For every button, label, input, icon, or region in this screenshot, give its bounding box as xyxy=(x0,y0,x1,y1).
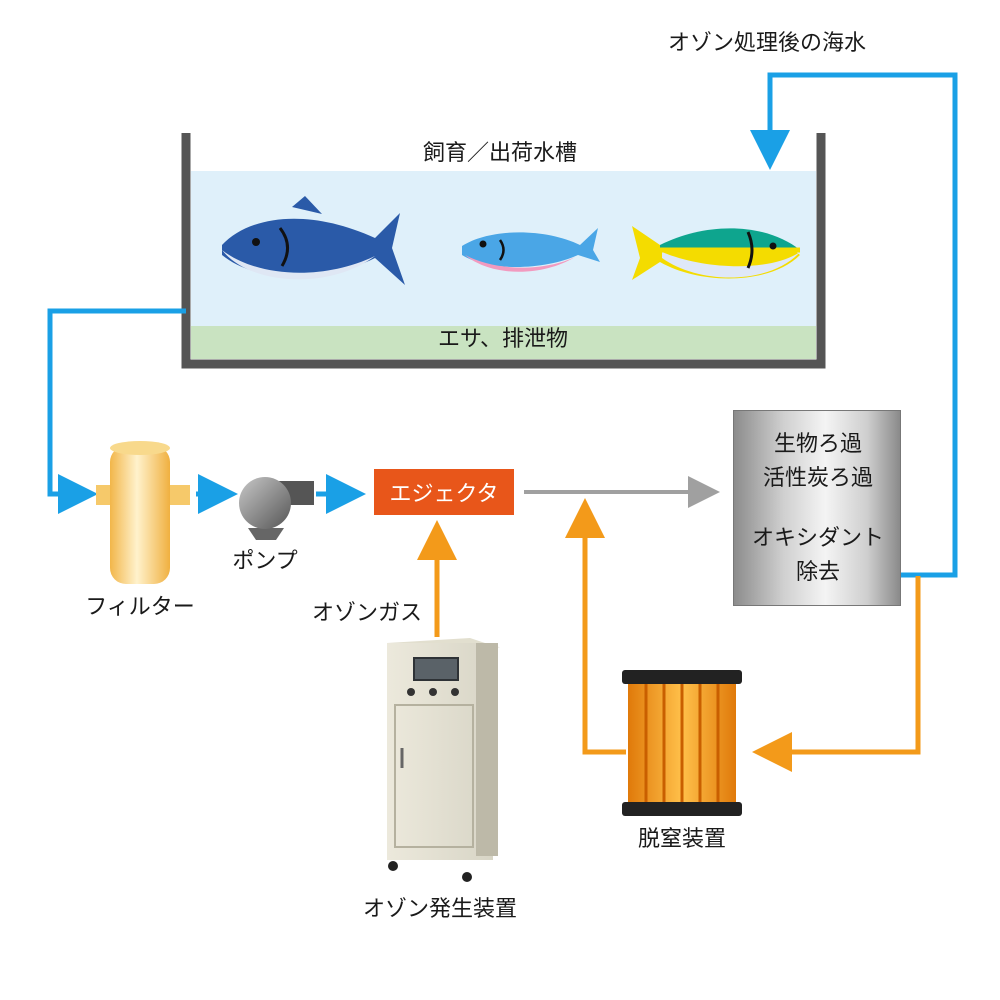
bio-filter-to-deaerator-pipe xyxy=(752,576,921,772)
bio-filter-line-1: 生物ろ過 xyxy=(773,432,862,457)
ozone-gas-label: オゾンガス xyxy=(312,601,423,626)
tuna-fish-icon xyxy=(222,196,405,285)
ejector-box: エジェクタ xyxy=(374,469,514,515)
deaerator-to-ejector-line-pipe xyxy=(565,498,626,755)
ozone-generator-label: オゾン発生装置 xyxy=(362,897,517,922)
filter-label: フィルター xyxy=(85,595,195,620)
bio-filter-box: 生物ろ過 活性炭ろ過 オキシダント 除去 xyxy=(733,410,901,606)
pump-icon xyxy=(239,477,314,540)
yellowtail-fish-icon xyxy=(632,226,800,280)
small-fish-icon xyxy=(462,228,600,272)
tank-label: 飼育／出荷水槽 xyxy=(422,141,577,166)
return-to-tank-pipe xyxy=(750,72,958,578)
tank-sediment xyxy=(191,326,816,359)
ozone-generator-icon xyxy=(387,638,500,882)
bio-filter-line-2: 活性炭ろ過 xyxy=(762,466,873,491)
bio-filter-line-3: オキシダント xyxy=(751,526,884,551)
deaerator-icon xyxy=(622,670,742,816)
filter-icon xyxy=(96,441,190,584)
ejector-label: エジェクタ xyxy=(389,482,499,507)
pump-label: ポンプ xyxy=(232,549,298,574)
return-water-label: オゾン処理後の海水 xyxy=(668,31,867,56)
deaerator-label: 脱窒装置 xyxy=(637,827,726,852)
tank-to-filter-pipe xyxy=(47,308,186,514)
bio-filter-line-4: 除去 xyxy=(795,560,840,585)
tank-wall xyxy=(181,133,826,369)
sediment-label: エサ、排泄物 xyxy=(437,327,569,352)
